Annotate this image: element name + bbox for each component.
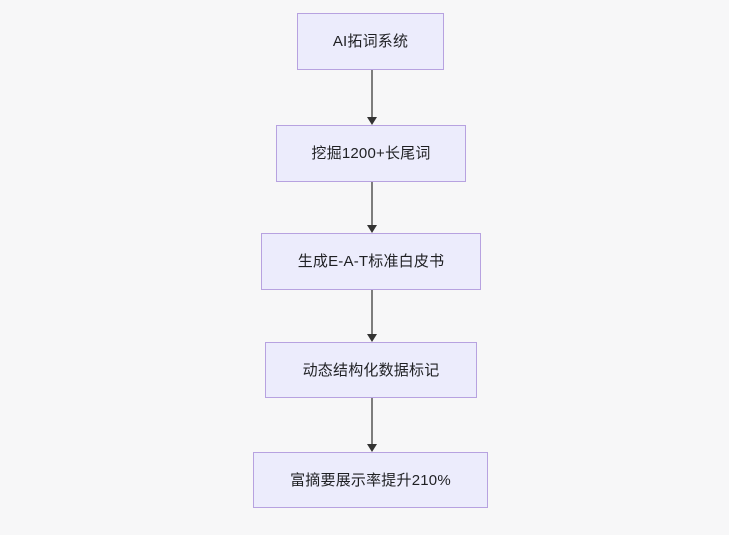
flowchart-node-dynamic-structured-data-markup[interactable]: 动态结构化数据标记 [265, 342, 477, 398]
flowchart-edge-n2-n3 [367, 182, 377, 233]
edge-line [371, 290, 373, 334]
edge-arrowhead-icon [367, 225, 377, 233]
edge-line [371, 70, 373, 117]
flowchart-node-mine-longtail-keywords[interactable]: 挖掘1200+长尾词 [276, 125, 466, 182]
flowchart-edge-n1-n2 [367, 70, 377, 125]
node-label: AI拓词系统 [332, 33, 409, 50]
flowchart-node-generate-eat-whitepaper[interactable]: 生成E-A-T标准白皮书 [261, 233, 481, 290]
edge-arrowhead-icon [367, 444, 377, 452]
edge-line [371, 398, 373, 444]
edge-arrowhead-icon [367, 334, 377, 342]
edge-arrowhead-icon [367, 117, 377, 125]
flowchart-edge-n4-n5 [367, 398, 377, 452]
node-label: 动态结构化数据标记 [302, 361, 440, 379]
node-label: 生成E-A-T标准白皮书 [297, 253, 445, 270]
node-label: 富摘要展示率提升210% [290, 471, 451, 489]
node-label: 挖掘1200+长尾词 [311, 145, 431, 162]
flowchart-node-rich-snippet-rate-increase[interactable]: 富摘要展示率提升210% [253, 452, 488, 508]
flowchart-edge-n3-n4 [367, 290, 377, 342]
flowchart-node-ai-keyword-system[interactable]: AI拓词系统 [297, 13, 444, 70]
edge-line [371, 182, 373, 225]
